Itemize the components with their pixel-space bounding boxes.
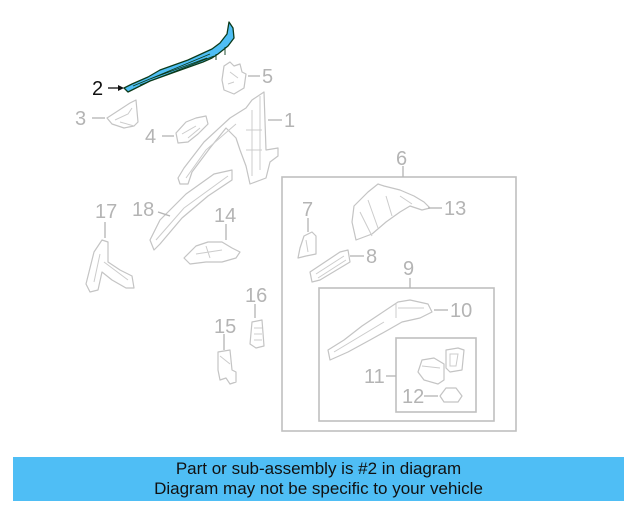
callout-2[interactable]: 2 — [92, 78, 103, 100]
part-1[interactable] — [177, 91, 279, 185]
callout-14[interactable]: 14 — [214, 205, 236, 227]
part-5[interactable] — [221, 61, 247, 95]
callout-1[interactable]: 1 — [284, 110, 295, 132]
banner-line-2: Diagram may not be specific to your vehi… — [154, 479, 483, 498]
callout-12[interactable]: 12 — [402, 386, 424, 408]
parts-diagram: 2 5 3 4 1 18 14 17 — [75, 21, 517, 432]
callout-16[interactable]: 16 — [245, 285, 267, 307]
part-12[interactable] — [439, 387, 463, 403]
callout-8[interactable]: 8 — [366, 246, 377, 268]
part-14[interactable] — [183, 241, 241, 265]
part-10[interactable] — [327, 299, 433, 361]
callout-15[interactable]: 15 — [214, 316, 236, 338]
callout-9[interactable]: 9 — [403, 258, 414, 280]
callout-10[interactable]: 10 — [450, 300, 472, 322]
assembly-box-6 — [281, 176, 517, 432]
info-banner: Part or sub-assembly is #2 in diagram Di… — [13, 457, 624, 501]
part-2-highlighted[interactable] — [123, 21, 235, 93]
callout-3[interactable]: 3 — [75, 108, 86, 130]
callout-4[interactable]: 4 — [145, 126, 156, 148]
callout-7[interactable]: 7 — [302, 199, 313, 221]
assembly-box-9 — [318, 287, 495, 422]
assembly-box-11 — [395, 337, 477, 413]
part-7[interactable] — [297, 231, 317, 259]
callout-5[interactable]: 5 — [262, 66, 273, 88]
banner-line-1: Part or sub-assembly is #2 in diagram — [175, 459, 462, 478]
part-17[interactable] — [85, 239, 135, 293]
arrowhead-2 — [118, 85, 124, 91]
part-15[interactable] — [217, 349, 237, 385]
callout-11[interactable]: 11 — [364, 366, 385, 388]
callout-13[interactable]: 13 — [444, 198, 466, 220]
part-3[interactable] — [106, 99, 139, 129]
part-16[interactable] — [249, 319, 265, 349]
leader-18 — [157, 211, 171, 217]
callout-17[interactable]: 17 — [95, 201, 117, 223]
part-18[interactable] — [149, 169, 233, 251]
callout-18[interactable]: 18 — [132, 199, 154, 221]
callout-6[interactable]: 6 — [396, 148, 407, 170]
part-8[interactable] — [309, 249, 351, 283]
part-13[interactable] — [351, 183, 431, 241]
part-4[interactable] — [175, 115, 209, 144]
part-11-bracket[interactable] — [417, 347, 465, 385]
